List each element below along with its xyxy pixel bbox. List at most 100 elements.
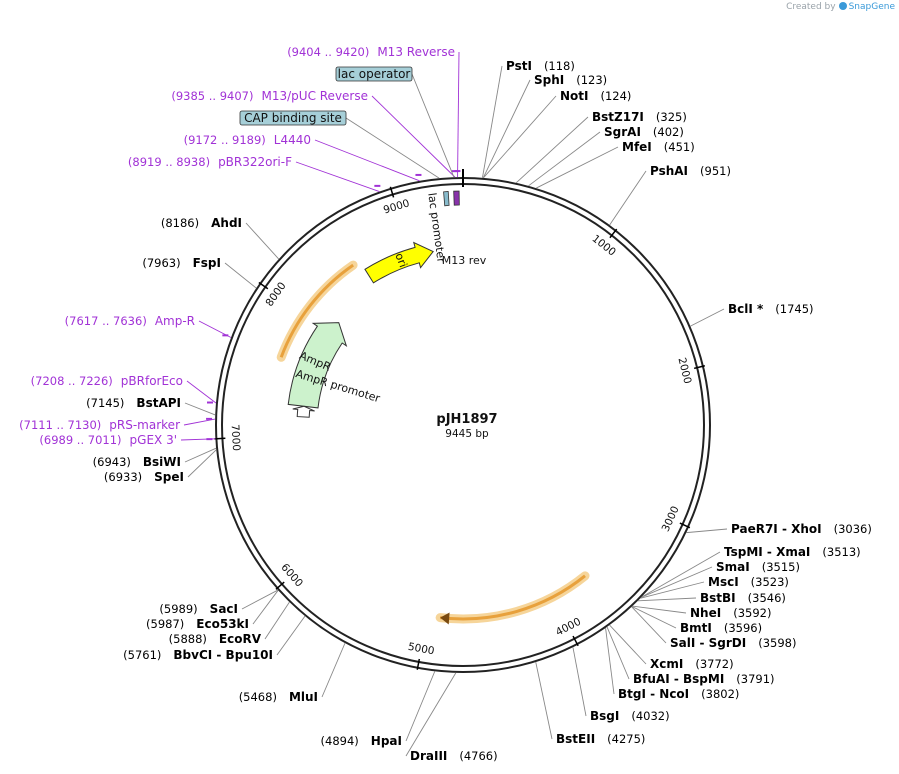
- enzyme-name: BstAPI: [136, 396, 181, 410]
- enzyme-label-right-leader: [632, 605, 687, 614]
- primer-label: (9404 .. 9420)M13 Reverse: [287, 45, 455, 59]
- enzyme-position: (5468): [239, 690, 277, 704]
- primer-label-leader: [295, 161, 380, 192]
- enzyme-label-left-leader: [276, 615, 306, 656]
- enzyme-position: (4032): [631, 709, 669, 723]
- primer-name: pBRforEco: [121, 374, 183, 388]
- primer-name: M13 Reverse: [377, 45, 455, 59]
- primer-label: (7111 .. 7130)pRS-marker: [19, 418, 180, 432]
- primer-label-leader: [183, 418, 216, 426]
- enzyme-label-right-leader: [637, 597, 697, 602]
- enzyme-label-left-leader: [184, 447, 217, 463]
- enzyme-label-right: PaeR7I - XhoI(3036): [731, 522, 872, 536]
- ampr-feature-arrow: [287, 322, 348, 409]
- enzyme-label-right: BsgI (4032): [590, 709, 670, 723]
- enzyme-label-right-leader: [641, 551, 721, 598]
- enzyme-name: MscI: [708, 575, 739, 589]
- enzyme-label-left: (6933)SpeI: [104, 470, 184, 484]
- enzyme-label-right: SmaI(3515): [716, 560, 800, 574]
- primer-label: (9172 .. 9189)L4440: [184, 133, 311, 147]
- primer-range: (7617 .. 7636): [65, 314, 147, 328]
- enzyme-position: (3592): [733, 606, 771, 620]
- enzyme-name: MluI: [289, 690, 318, 704]
- enzyme-label-right: BmtI(3596): [680, 621, 762, 635]
- enzyme-label-right-leader: [482, 79, 531, 179]
- enzyme-label-left: (5888)EcoRV: [169, 632, 262, 646]
- enzyme-label-right: SphI (123): [534, 73, 607, 87]
- primer-label-leader: [457, 51, 460, 178]
- tick-mark: [258, 281, 269, 290]
- tick-mark: [214, 437, 226, 440]
- primer-range: (9172 .. 9189): [184, 133, 266, 147]
- tick-label: 7000: [229, 424, 242, 451]
- primer-label: (7208 .. 7226) pBRforEco: [31, 374, 183, 388]
- ori-label: ori: [392, 251, 409, 269]
- enzyme-name: SphI: [534, 73, 564, 87]
- enzyme-label-left-leader: [184, 402, 216, 416]
- primer-label-leader: [371, 95, 456, 178]
- enzyme-name: BstBI: [700, 591, 736, 605]
- enzyme-position: (3802): [701, 687, 739, 701]
- enzyme-position: (124): [601, 89, 632, 103]
- enzyme-name: SacI: [210, 602, 238, 616]
- enzyme-name: BsgI: [590, 709, 619, 723]
- plasmid-name: pJH1897: [436, 412, 497, 427]
- ampr-promoter-arrow: [292, 405, 315, 418]
- enzyme-position: (6943): [93, 455, 131, 469]
- enzyme-name: XcmI: [650, 657, 683, 671]
- enzyme-position: (325): [656, 110, 687, 124]
- primer-label-leader: [314, 139, 420, 182]
- enzyme-label-right-leader: [483, 95, 557, 179]
- primer-label: (8919 .. 8938)pBR322ori-F: [128, 155, 292, 169]
- enzyme-label-right: BfuAI - BspMI(3791): [633, 672, 775, 686]
- enzyme-position: (3036): [834, 522, 872, 536]
- enzyme-name: BstEII: [556, 732, 595, 746]
- enzyme-name: NotI: [560, 89, 589, 103]
- enzyme-label-left-leader: [321, 642, 346, 698]
- enzyme-position: (123): [576, 73, 607, 87]
- tick-label: 9000: [382, 197, 411, 216]
- primer-label-leader: [180, 438, 216, 441]
- enzyme-name: DraIII: [410, 749, 447, 763]
- enzyme-label-right: NotI (124): [560, 89, 631, 103]
- ori-feature-arrow: [364, 241, 434, 284]
- enzyme-position: (7963): [142, 256, 180, 270]
- primer-range: (7208 .. 7226): [31, 374, 113, 388]
- enzyme-label-left: (4894)HpaI: [321, 734, 402, 748]
- enzyme-label-right: BstZ17I(325): [592, 110, 687, 124]
- enzyme-position: (5987): [146, 617, 184, 631]
- m13-rev-label: M13 rev: [442, 254, 487, 267]
- enzyme-label-left-leader: [405, 671, 436, 742]
- enzyme-name: BtgI - NcoI: [618, 687, 689, 701]
- primer-range: (7111 .. 7130): [19, 418, 101, 432]
- credit-brand: SnapGene: [848, 2, 895, 12]
- enzyme-name: PstI: [506, 59, 532, 73]
- enzyme-position: (3596): [724, 621, 762, 635]
- enzyme-label-left: (7145) BstAPI: [86, 396, 181, 410]
- enzyme-label-left-leader: [224, 262, 257, 289]
- enzyme-label-left: (6943)BsiWI: [93, 455, 181, 469]
- enzyme-label-right-leader: [606, 626, 630, 680]
- m13-rev-block: [453, 190, 460, 206]
- boxed-feature-label: lac operator: [338, 67, 411, 81]
- enzyme-label-right-leader: [482, 65, 503, 178]
- enzyme-label-right-leader: [605, 627, 615, 695]
- enzyme-label-right: TspMI - XmaI(3513): [724, 545, 861, 559]
- enzyme-name: BbvCI - Bpu10I: [173, 648, 273, 662]
- highlight-layer: [276, 260, 590, 625]
- primer-label: (7617 .. 7636)Amp-R: [65, 314, 195, 328]
- primer-name: pBR322ori-F: [218, 155, 292, 169]
- boxed-feature-label: CAP binding site: [244, 111, 342, 125]
- enzyme-label-left-leader: [245, 222, 280, 260]
- enzyme-name: TspMI - XmaI: [724, 545, 810, 559]
- enzyme-label-left-leader: [252, 590, 279, 625]
- primer-label-leader: [186, 380, 217, 404]
- enzyme-position: (5761): [123, 648, 161, 662]
- snapgene-logo-icon: [838, 2, 847, 10]
- enzyme-position: (3772): [695, 657, 733, 671]
- enzyme-position: (7145): [86, 396, 124, 410]
- enzyme-label-right-leader: [640, 581, 705, 599]
- enzyme-label-left: (5468) MluI: [239, 690, 318, 704]
